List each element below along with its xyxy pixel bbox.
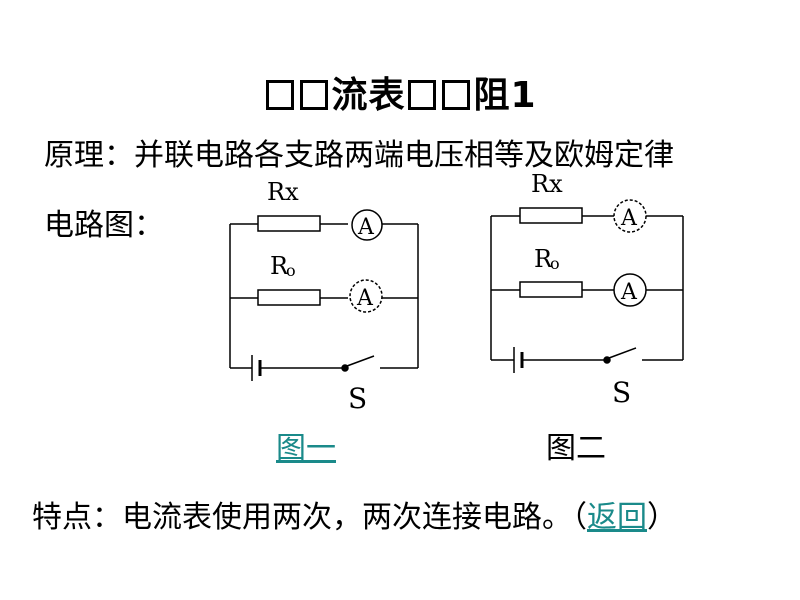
ammeter-label: A [620,206,638,231]
missing-glyph-box [442,80,471,110]
resistor-rx [519,207,583,224]
feature-close-paren: ） [647,500,677,535]
circuit-figure-2 [490,199,684,373]
title-text-part2: 阻1 [473,75,537,116]
ammeter-label: A [357,215,375,240]
ammeter-dashed-icon [349,279,383,313]
label-r0: R [270,252,289,280]
label-rx: Rx [531,170,563,198]
return-link[interactable]: 返回 [587,500,647,535]
resistor-r0 [257,289,321,306]
switch-label: S [612,376,631,409]
ammeter-label: A [620,280,638,305]
principle-text: 原理：并联电路各支路两端电压相等及欧姆定律 [44,138,674,173]
label-r0: R [534,245,553,273]
figure-2-caption: 图二 [546,431,606,466]
figure-1-caption-container: 图一 [276,423,336,467]
diagram-label: 电路图： [44,208,164,243]
ammeter-icon [351,209,383,241]
circuit-figure-1-labels: Rx R o A A S [267,178,375,415]
label-rx: Rx [267,178,299,206]
page-title: 流表 阻1 [0,66,800,118]
missing-glyph-box [266,80,295,110]
missing-glyph-box [300,80,329,110]
feature-text: 特点：电流表使用两次，两次连接电路。（返回） [32,492,677,536]
ammeter-label: A [356,286,374,311]
label-r0-sub: o [550,254,560,273]
switch-icon [346,355,375,367]
resistor-rx [257,215,321,232]
circuit-figure-1 [229,209,419,381]
circuit-figure-2-labels: Rx R o A A S [531,170,638,409]
title-text-part1: 流表 [331,75,406,116]
resistor-r0 [519,281,583,298]
switch-icon [608,347,637,359]
feature-text-body: 特点：电流表使用两次，两次连接电路。（ [32,500,587,535]
missing-glyph-box [408,80,437,110]
switch-label: S [348,382,367,415]
label-r0-sub: o [286,261,296,280]
figure-1-link[interactable]: 图一 [276,431,336,466]
